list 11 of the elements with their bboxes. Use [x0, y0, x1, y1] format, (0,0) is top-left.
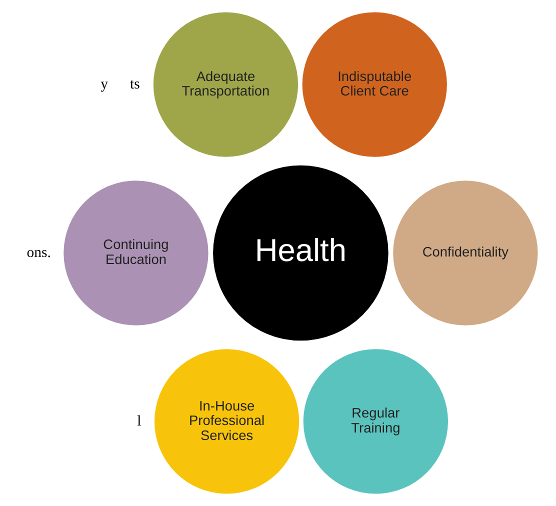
- node-circle: Continuing Education: [64, 180, 208, 326]
- label: ts: [130, 76, 140, 92]
- node-circle: Confidentiality: [393, 180, 538, 326]
- label: l: [137, 413, 142, 430]
- label: y: [100, 76, 108, 92]
- node-circle: Health: [213, 165, 388, 341]
- node-circle: Regular Training: [303, 349, 448, 494]
- label: ons.: [26, 244, 51, 261]
- node-circle: In-House Professional Services: [154, 349, 300, 494]
- node-circle: Adequate Transportation: [153, 12, 298, 157]
- node-circle: Indisputable Client Care: [302, 12, 447, 157]
